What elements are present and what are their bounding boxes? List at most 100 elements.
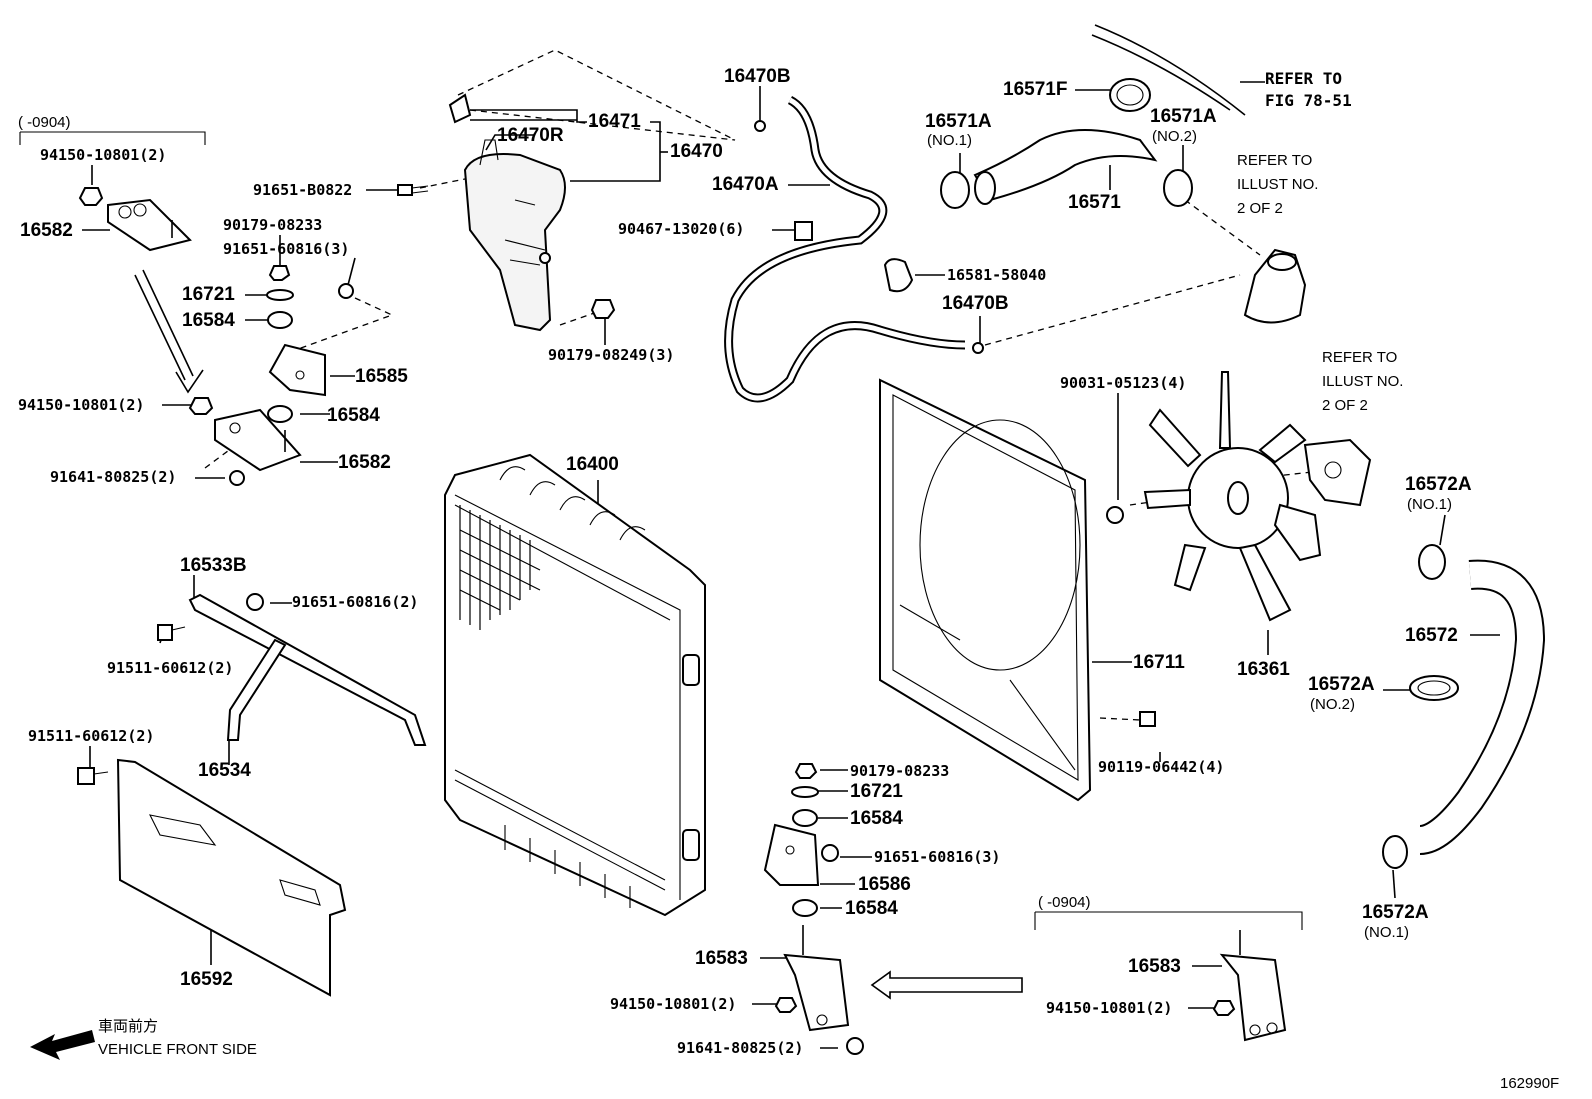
clip-16470R [448, 93, 472, 124]
label-16572: 16572 [1405, 625, 1458, 646]
label-16571A-left: 16571A [925, 111, 992, 132]
fan-16361 [1143, 371, 1322, 622]
clamp-16470B-mid [972, 342, 984, 354]
label-16583-right: 16583 [1128, 956, 1181, 977]
nut-94150-mid [188, 397, 214, 415]
note-refer-illust-b-1: REFER TO [1322, 349, 1397, 366]
label-94150-bot: 94150-10801(2) [610, 995, 736, 1013]
label-16581-58040: 16581-58040 [947, 266, 1046, 284]
label-16572A-bot: 16572A [1362, 902, 1429, 923]
note-refer-illust-b-3: 2 OF 2 [1322, 397, 1368, 414]
support-16533B [188, 593, 427, 746]
upper-hose-16571 [973, 129, 1158, 205]
label-16470R: 16470R [497, 125, 564, 146]
seal-16592 [116, 758, 347, 997]
bracket-16586 [763, 823, 820, 886]
note-refer-illust-b-2: ILLUST NO. [1322, 373, 1403, 390]
label-16470A: 16470A [712, 174, 779, 195]
vehicle-front-arrow [30, 1030, 95, 1060]
radiator-core-hatch [459, 505, 541, 630]
cushion-16584-bot1 [792, 809, 818, 827]
note-refer-illust-a-1: REFER TO [1237, 152, 1312, 169]
nut-94150-bot [774, 997, 798, 1013]
label-16470B-top: 16470B [724, 66, 791, 87]
bolt-91641-mid [229, 470, 245, 486]
leader-lines [19, 49, 1500, 1049]
label-16533B: 16533B [180, 555, 247, 576]
cushion-16584-mid [267, 405, 293, 423]
label-91511-mid: 91511-60612(2) [107, 659, 233, 677]
label-16534: 16534 [198, 760, 251, 781]
note-range-top-left: ( -0904) [18, 114, 71, 131]
cushion-16584-top [267, 311, 293, 329]
label-16582-top: 16582 [20, 220, 73, 241]
nut-94150-right [1212, 1000, 1236, 1016]
water-outlet [1243, 248, 1307, 324]
radiator-16400 [444, 453, 706, 917]
label-16571F: 16571F [1003, 79, 1067, 100]
label-91641-mid: 91641-80825(2) [50, 468, 176, 486]
label-16583-bot: 16583 [695, 948, 748, 969]
stay-16534 [226, 638, 287, 741]
bracket-16583-right [1219, 930, 1287, 1042]
figure-code: 162990F [1500, 1075, 1559, 1092]
label-16572A-bot-sub: (NO.1) [1364, 924, 1409, 941]
bracket-16583-bot [783, 925, 850, 1032]
fan-bracket [1303, 438, 1372, 507]
clamp-16571F [1109, 78, 1151, 112]
cushion-16584-bot2 [792, 899, 818, 917]
label-91511-low: 91511-60612(2) [28, 727, 154, 745]
label-16400: 16400 [566, 454, 619, 475]
bolt-91651-60816-bot [821, 844, 839, 862]
clip-90467-13020 [794, 221, 813, 241]
bracket-16582-mid [214, 408, 302, 472]
bolt-91511-low [77, 767, 109, 785]
label-91651-60816-bot: 91651-60816(3) [874, 848, 1000, 866]
label-90179-08249: 90179-08249(3) [548, 346, 674, 364]
bolt-90119 [1139, 711, 1156, 727]
label-16584-bot2: 16584 [845, 898, 898, 919]
note-refer-fig-1: REFER TO [1265, 69, 1342, 88]
clamp-16571A-no2 [1163, 169, 1193, 207]
hose-16470A [724, 95, 966, 403]
label-90119: 90119-06442(4) [1098, 758, 1224, 776]
label-16584-top: 16584 [182, 310, 235, 331]
bracket-16585 [268, 343, 326, 397]
label-16584-bot1: 16584 [850, 808, 903, 829]
nut-94150-top [78, 187, 104, 206]
label-90031: 90031-05123(4) [1060, 374, 1186, 392]
bolt-91511-mid [157, 624, 186, 641]
label-91641-bot: 91641-80825(2) [677, 1039, 803, 1057]
label-94150-mid: 94150-10801(2) [18, 396, 144, 414]
clamp-16572A-mid [1409, 675, 1459, 701]
part-labels: 16470B 16471 16470R 16470 16470A 16571F … [18, 66, 1559, 1092]
label-90179-08233-top: 90179-08233 [223, 216, 322, 234]
label-94150-top: 94150-10801(2) [40, 146, 166, 164]
note-vehicle-front-jp: 車両前方 [98, 1018, 158, 1035]
bolt-91651-60816-top [338, 283, 354, 299]
bracket-16582-top [107, 198, 192, 252]
washer-16721-bot [791, 786, 819, 798]
nut-90179-08233-top [268, 265, 291, 281]
note-range-bottom-right: ( -0904) [1038, 894, 1091, 911]
label-16572A-top-sub: (NO.1) [1407, 496, 1452, 513]
label-90467-13020: 90467-13020(6) [618, 220, 744, 238]
clamp-16571A-no1 [940, 171, 970, 209]
reservoir-tank-16470 [463, 139, 566, 332]
clamp-16470B-top [754, 120, 766, 132]
label-16572A-top: 16572A [1405, 474, 1472, 495]
label-16571A-right: 16571A [1150, 106, 1217, 127]
bolt-91641-bot [846, 1037, 864, 1055]
clamp-16572A-top [1418, 544, 1446, 580]
label-90179-08233-bot: 90179-08233 [850, 762, 949, 780]
label-91651-60816-mid: 91651-60816(2) [292, 593, 418, 611]
label-91651-60816-top: 91651-60816(3) [223, 240, 349, 258]
note-refer-illust-a-2: ILLUST NO. [1237, 176, 1318, 193]
label-16592: 16592 [180, 969, 233, 990]
label-16361: 16361 [1237, 659, 1290, 680]
washer-16721-top [266, 289, 294, 301]
bolt-90031 [1106, 506, 1124, 524]
label-16571A-left-sub: (NO.1) [927, 132, 972, 149]
fan-shroud-16711 [879, 378, 1092, 802]
label-16572A-mid: 16572A [1308, 674, 1375, 695]
